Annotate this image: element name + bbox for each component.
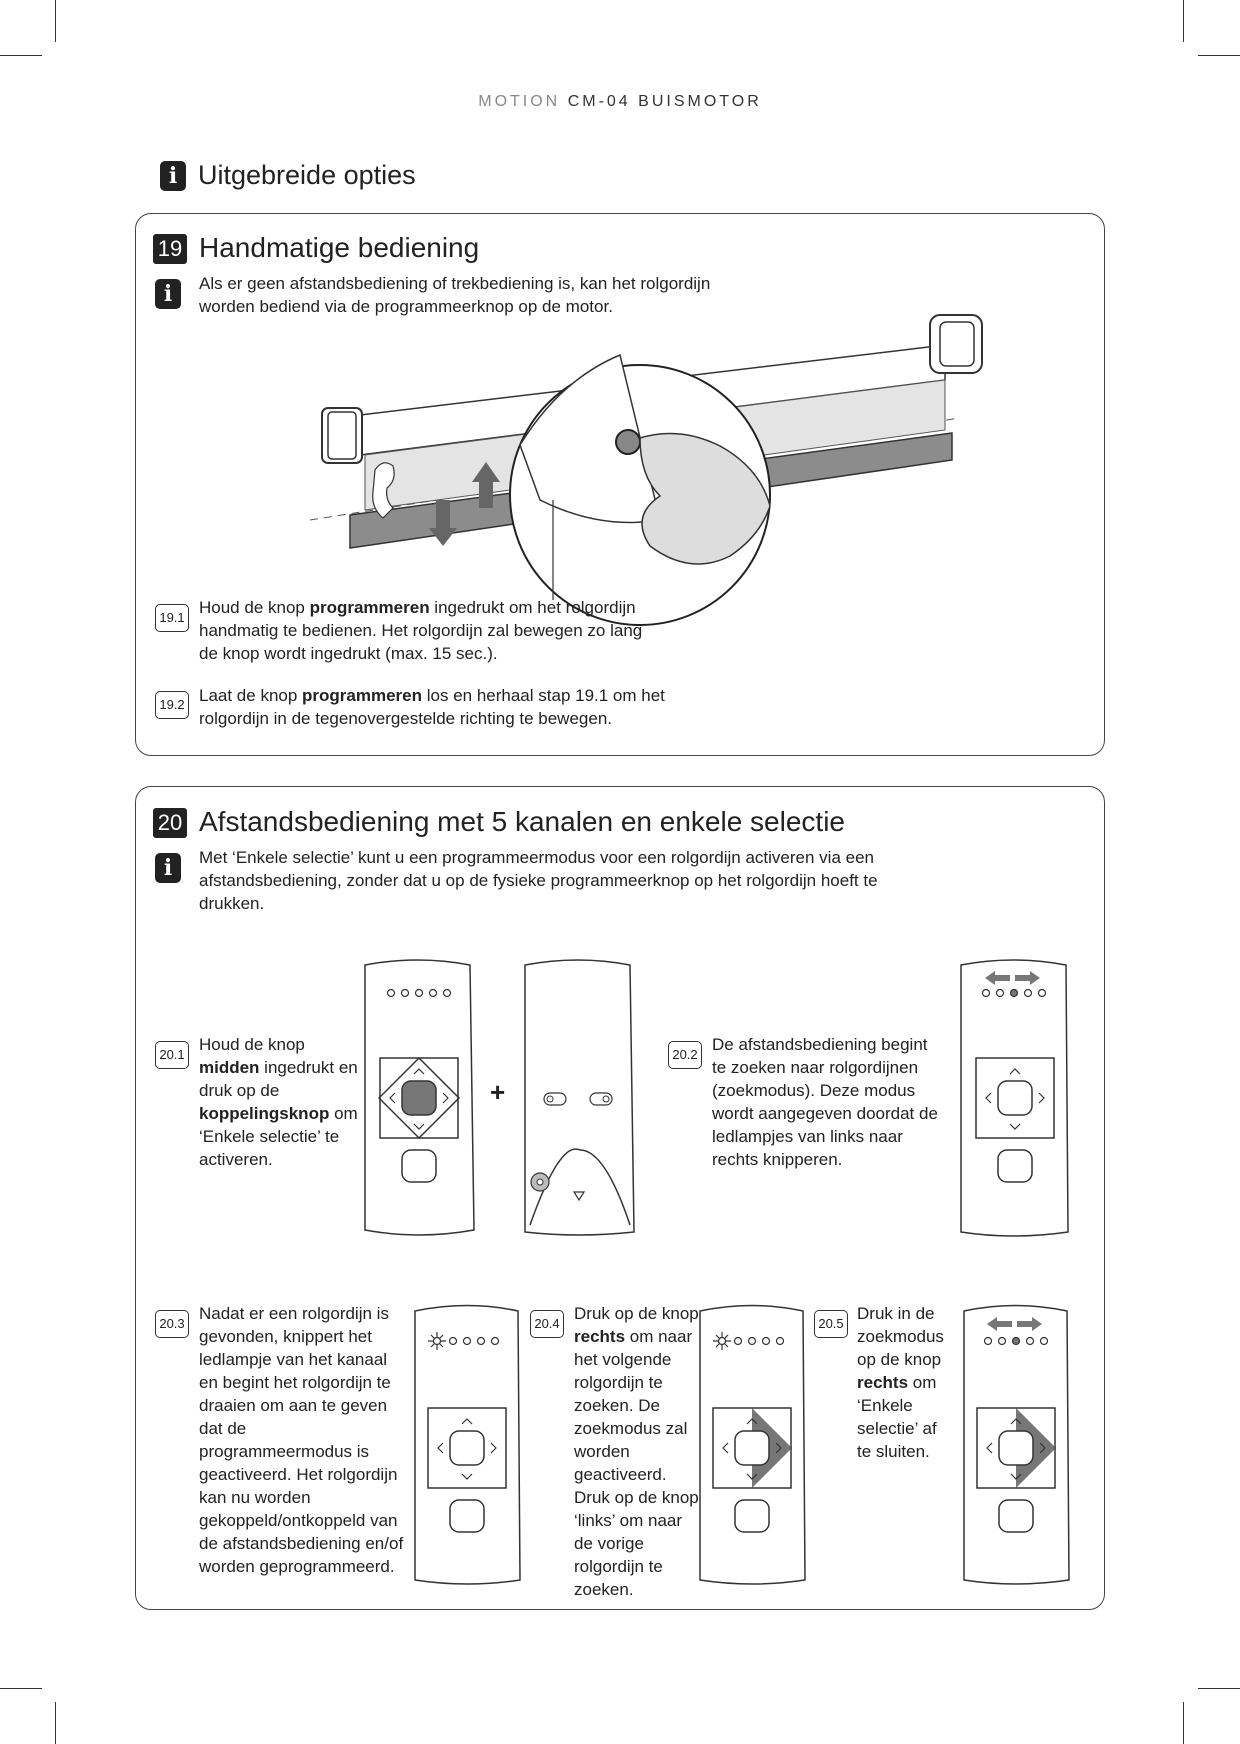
crop-mark: [1183, 1702, 1184, 1744]
step-20-5-badge: 20.5: [814, 1310, 848, 1338]
step-19-2-t2: los en herhaal stap 19.1 om het rolgordi…: [199, 686, 665, 728]
step-20-5-b1: rechts: [857, 1373, 909, 1392]
left-right-arrows-icon: [987, 1317, 1042, 1331]
step-20-2-badge: 20.2: [668, 1041, 702, 1069]
step-20-1-t3: om ‘Enkele selectie’ te activeren.: [199, 1104, 358, 1169]
crop-mark: [1198, 1688, 1240, 1689]
step-20-1-b2: koppelingsknop: [199, 1104, 330, 1123]
crop-mark: [1183, 0, 1184, 42]
step-20-4-badge: 20.4: [530, 1310, 564, 1338]
step-19-2-text: Laat de knop programmeren los en herhaal…: [199, 684, 689, 730]
page-title: i Uitgebreide opties: [160, 160, 416, 191]
plus-sign: +: [490, 1077, 506, 1107]
section-20-number: 20: [153, 808, 187, 838]
running-header: MOTION CM-04 BUISMOTOR: [0, 93, 1240, 111]
step-20-1-text: Houd de knop midden ingedrukt en druk op…: [199, 1033, 359, 1171]
up-arrow-icon: [472, 462, 500, 508]
step-19-1-t2: ingedrukt om het rolgordijn handmatig te…: [199, 598, 643, 663]
step-20-1-b1: midden: [199, 1058, 260, 1077]
step-20-2-text: De afstandsbediening begint te zoeken na…: [712, 1035, 938, 1169]
crop-mark: [0, 1688, 42, 1689]
step-19-2-badge: 19.2: [155, 691, 189, 719]
step-20-3-badge: 20.3: [155, 1310, 189, 1338]
section-19-number: 19: [153, 234, 187, 264]
step-20-3-text: Nadat er een rolgordijn is gevonden, kni…: [199, 1304, 404, 1576]
page-title-text: Uitgebreide opties: [198, 160, 416, 190]
crop-mark: [55, 0, 56, 42]
crop-mark: [0, 55, 42, 56]
section-20-intro: Met ‘Enkele selectie’ kunt u een program…: [199, 848, 878, 913]
product-label: CM-04 BUISMOTOR: [567, 93, 762, 110]
info-icon: i: [160, 160, 186, 191]
left-right-arrows-icon: [985, 971, 1040, 985]
step-20-5-t1: Druk in de zoekmodus op de knop: [857, 1304, 944, 1369]
step-19-1-badge: 19.1: [155, 604, 189, 632]
step-20-5-text: Druk in de zoekmodus op de knop rechts o…: [857, 1302, 955, 1463]
section-20-title: Afstandsbediening met 5 kanalen en enkel…: [199, 806, 845, 837]
step-20-5-t2: om ‘Enkele selectie’ af te sluiten.: [857, 1373, 937, 1461]
step-19-1-t1: Houd de knop: [199, 598, 310, 617]
section-19-title: Handmatige bediening: [199, 232, 480, 263]
info-icon: i: [155, 279, 181, 309]
step-19-2-t1: Laat de knop: [199, 686, 303, 705]
section-19-panel: [135, 213, 1105, 756]
section-19-intro: Als er geen afstandsbediening of trekbed…: [199, 274, 711, 316]
step-20-1-t1: Houd de knop: [199, 1035, 305, 1054]
step-20-1-badge: 20.1: [155, 1041, 189, 1069]
step-20-4-b1: rechts: [574, 1327, 626, 1346]
step-19-2-b1: programmeren: [302, 686, 423, 705]
down-arrow-icon: [429, 500, 457, 546]
step-20-4-text: Druk op de knop rechts om naar het volge…: [574, 1302, 699, 1601]
step-19-1-text: Houd de knop programmeren ingedrukt om h…: [199, 596, 659, 665]
step-20-4-t1: Druk op de knop: [574, 1304, 699, 1323]
step-20-1-t2: ingedrukt en druk op de: [199, 1058, 358, 1100]
section-20-panel: [135, 786, 1105, 1610]
step-20-4-t2: om naar het volgende rolgordijn te zoeke…: [574, 1327, 699, 1599]
info-icon: i: [155, 853, 181, 883]
brand-label: MOTION: [478, 93, 561, 110]
crop-mark: [55, 1702, 56, 1744]
step-19-1-b1: programmeren: [309, 598, 430, 617]
crop-mark: [1198, 55, 1240, 56]
